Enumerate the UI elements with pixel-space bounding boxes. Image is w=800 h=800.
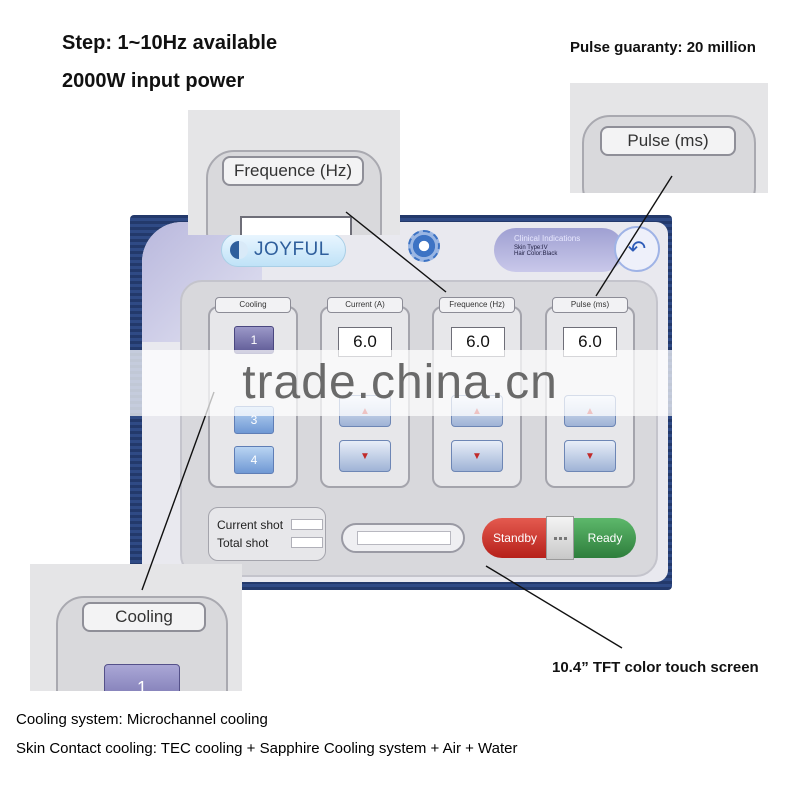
- caption-step-rate: Step: 1~10Hz available: [62, 32, 277, 55]
- cooling-zoom-callout: Cooling 1: [30, 564, 242, 691]
- standby-button[interactable]: Standby: [482, 518, 548, 558]
- cooling-level-4-button[interactable]: 4: [234, 446, 274, 474]
- caption-touch-screen: 10.4” TFT color touch screen: [552, 659, 759, 676]
- message-field: [341, 523, 465, 553]
- watermark: trade.china.cn: [120, 350, 680, 416]
- logo-text: JOYFUL: [254, 239, 330, 261]
- zoom-frequence-value-box: [240, 216, 352, 235]
- cooling-label: Cooling: [215, 297, 291, 313]
- total-shot-label: Total shot: [217, 536, 268, 550]
- zoom-cooling-level-button: 1: [104, 664, 180, 691]
- clinical-indications-title: Clinical Indications: [514, 234, 624, 243]
- caption-cooling-system: Cooling system: Microchannel cooling: [16, 711, 268, 728]
- caption-input-power: 2000W input power: [62, 70, 244, 93]
- clinical-indications-button[interactable]: Clinical Indications Skin Type:IV Hair C…: [494, 228, 624, 272]
- zoom-pulse-label: Pulse (ms): [600, 126, 736, 156]
- caption-pulse-guaranty: Pulse guaranty: 20 million: [570, 39, 756, 56]
- ready-button[interactable]: Ready: [574, 518, 636, 558]
- down-arrow-icon: ▼: [585, 451, 595, 462]
- zoom-cooling-label: Cooling: [82, 602, 206, 632]
- shot-counter: Current shot Total shot: [208, 507, 326, 561]
- total-shot-field: [291, 537, 323, 548]
- current-shot-label: Current shot: [217, 518, 283, 532]
- caption-skin-contact-cooling: Skin Contact cooling: TEC cooling + Sapp…: [16, 740, 518, 757]
- frequence-down-button[interactable]: ▼: [451, 440, 503, 472]
- back-arrow-icon: ↶: [628, 236, 646, 262]
- logo-icon: [230, 241, 248, 259]
- frequence-label: Frequence (Hz): [439, 297, 515, 313]
- current-label: Current (A): [327, 297, 403, 313]
- gear-icon[interactable]: [408, 230, 440, 262]
- down-arrow-icon: ▼: [472, 451, 482, 462]
- zoom-frequence-label: Frequence (Hz): [222, 156, 364, 186]
- pulse-zoom-callout: Pulse (ms): [570, 83, 768, 193]
- frequence-zoom-callout: Frequence (Hz): [188, 110, 400, 235]
- down-arrow-icon: ▼: [360, 451, 370, 462]
- current-shot-field: [291, 519, 323, 530]
- message-display: [357, 531, 451, 545]
- hair-color-text: Hair Color:Black: [514, 251, 624, 257]
- joyful-logo: JOYFUL: [221, 233, 346, 267]
- back-button[interactable]: ↶: [614, 226, 660, 272]
- current-down-button[interactable]: ▼: [339, 440, 391, 472]
- pulse-label: Pulse (ms): [552, 297, 628, 313]
- pulse-down-button[interactable]: ▼: [564, 440, 616, 472]
- mode-toggle-handle[interactable]: [546, 516, 574, 560]
